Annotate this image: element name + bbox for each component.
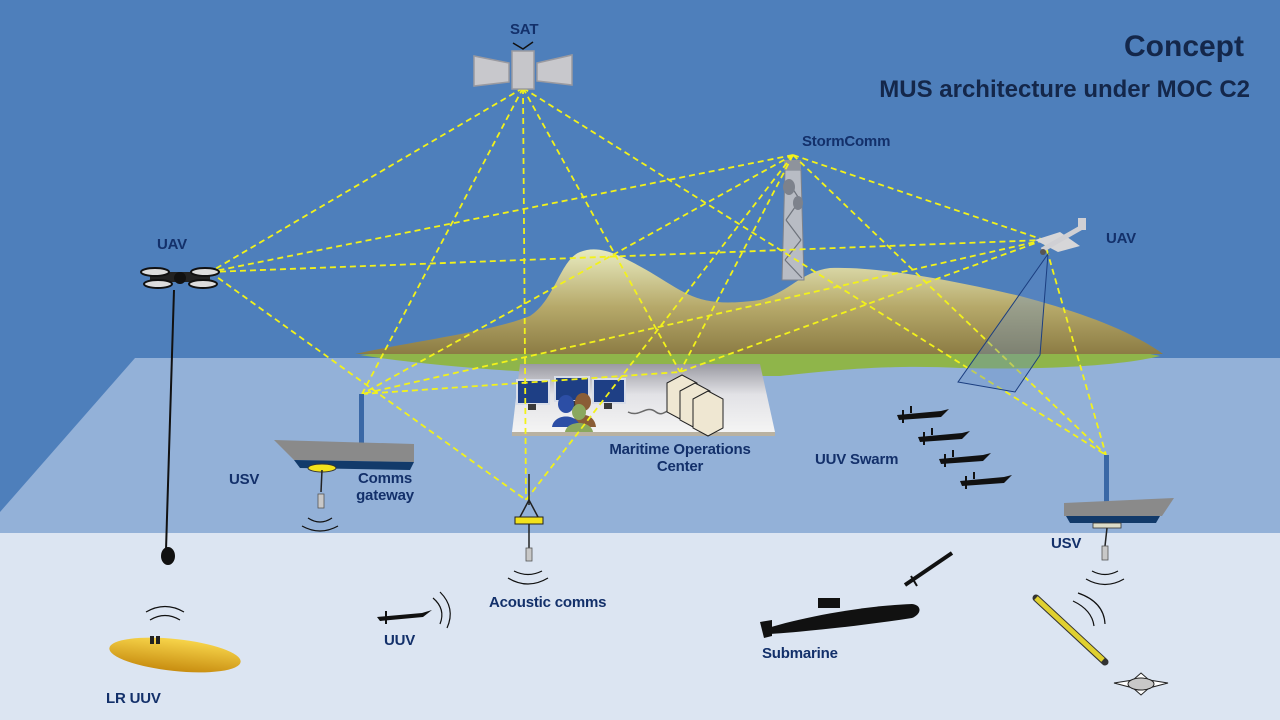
- label-moc-line1: Maritime Operations: [609, 441, 751, 458]
- comm-link-stormcomm-usv_right: [792, 154, 1107, 456]
- label-usv-left: USV: [229, 471, 260, 488]
- comm-link-stormcomm-acoustic: [525, 154, 794, 501]
- label-moc: Maritime Operations Center: [600, 441, 760, 475]
- comm-link-sat-uav_left: [209, 87, 524, 273]
- uav-quadcopter-icon: [140, 267, 220, 565]
- label-comms-gateway-line2: gateway: [356, 487, 414, 504]
- label-moc-line2: Center: [656, 458, 704, 475]
- comm-link-sat-acoustic: [522, 87, 527, 501]
- label-comms-gateway-line1: Comms: [357, 470, 412, 487]
- uuv-swarm-icons: [897, 406, 1012, 489]
- label-submarine: Submarine: [762, 645, 838, 662]
- usv-left-icon: [274, 394, 414, 532]
- comm-link-stormcomm-uav_right: [792, 154, 1045, 241]
- comm-link-sat-moc: [522, 87, 681, 373]
- swarm-uuv-2: [918, 428, 970, 445]
- comm-link-uav_left-acoustic: [209, 271, 527, 501]
- glider-icon: [1032, 592, 1109, 666]
- satellite-icon: [473, 41, 573, 90]
- seabed-sensor-icon: [1113, 672, 1169, 696]
- comm-link-stormcomm-usv_left: [361, 154, 794, 395]
- acoustic-buoy-icon: [507, 474, 549, 585]
- label-uav-right: UAV: [1106, 230, 1136, 247]
- comm-link-stormcomm-moc: [679, 154, 794, 373]
- comm-link-sat-usv_left: [361, 87, 524, 395]
- comm-link-uav_right-moc: [679, 239, 1045, 373]
- swarm-uuv-1: [897, 406, 949, 423]
- page-subtitle: MUS architecture under MOC C2: [879, 76, 1250, 103]
- sea-surface: [0, 358, 1280, 533]
- uuv-icon: [377, 591, 451, 629]
- comm-link-uav_left-uav_right: [209, 239, 1045, 273]
- uav-fixed-wing-icon: [957, 218, 1086, 393]
- usv-right-icon: [1064, 455, 1174, 586]
- submarine-icon: [760, 551, 954, 638]
- monitor-icons: [516, 376, 626, 410]
- comm-links: [209, 87, 1107, 501]
- server-rack-icon: [666, 374, 724, 437]
- comm-link-uav_right-usv_right: [1043, 239, 1107, 456]
- page-title: Concept: [1124, 30, 1244, 63]
- underwater-region: [0, 533, 1280, 720]
- swarm-uuv-3: [939, 450, 991, 467]
- label-comms-gateway: Comms gateway: [352, 470, 418, 504]
- label-uav-left: UAV: [157, 236, 187, 253]
- label-uuv: UUV: [384, 632, 416, 649]
- label-stormcomm: StormComm: [802, 133, 891, 150]
- island-hills: [355, 249, 1163, 354]
- label-sat: SAT: [510, 21, 539, 38]
- comm-link-uav_right-usv_left: [361, 239, 1045, 395]
- label-lr-uuv: LR UUV: [106, 690, 161, 707]
- comm-link-stormcomm-uav_left: [209, 154, 794, 273]
- swarm-uuv-4: [960, 472, 1012, 489]
- lr-uuv-icon: [109, 605, 241, 673]
- label-acoustic-comms: Acoustic comms: [489, 594, 607, 611]
- comm-link-sat-usv_right: [522, 87, 1107, 456]
- stormcomm-tower-icon: [781, 160, 805, 281]
- label-uuv-swarm: UUV Swarm: [815, 451, 899, 468]
- comm-link-usv_left-moc: [361, 371, 681, 395]
- label-usv-right: USV: [1051, 535, 1082, 552]
